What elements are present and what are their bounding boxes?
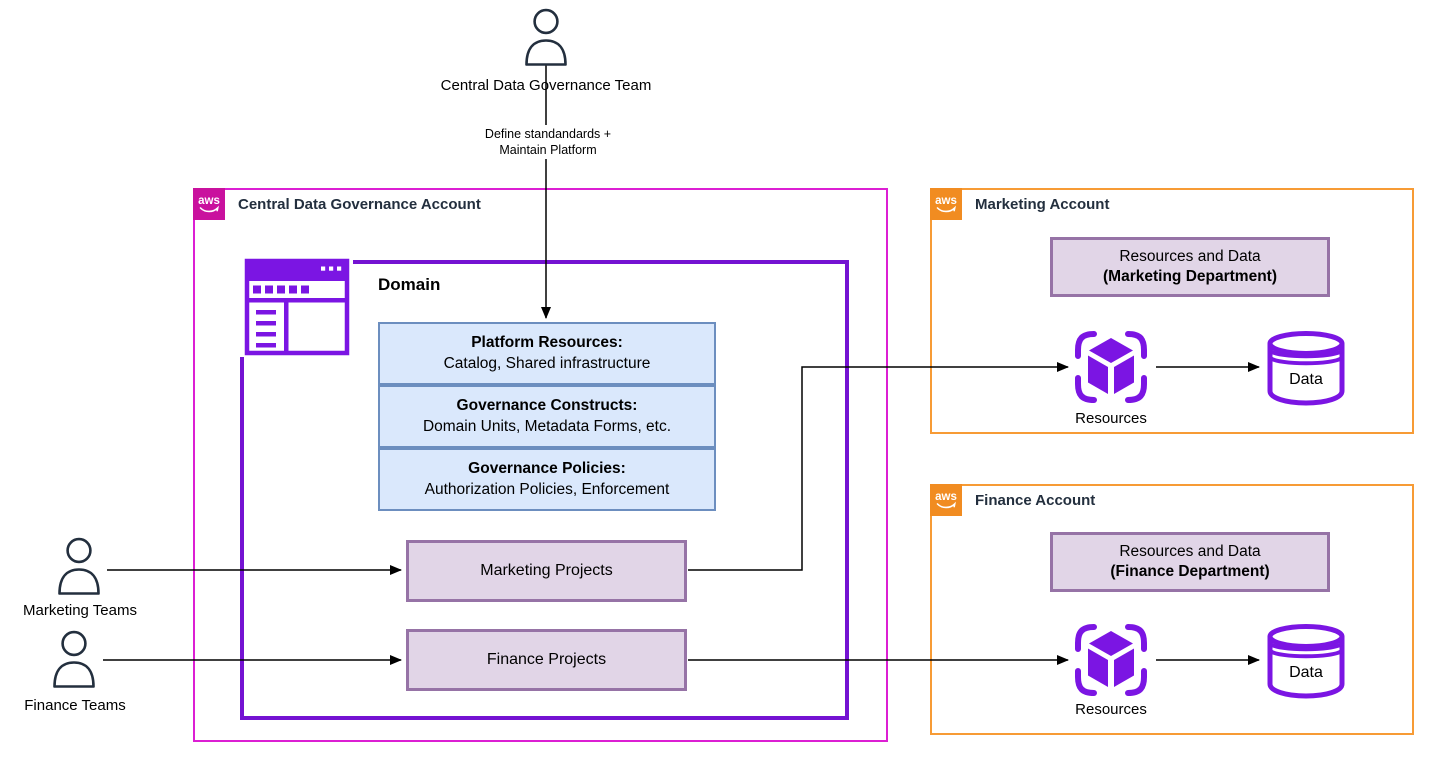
marketing-teams-label: Marketing Teams — [23, 602, 137, 619]
platform-resources-box: Platform Resources: Catalog, Shared infr… — [378, 322, 716, 385]
governance-constructs-detail: Domain Units, Metadata Forms, etc. — [422, 417, 672, 435]
aws-badge-text: aws — [935, 491, 957, 503]
marketing-resources-data-box: Resources and Data (Marketing Department… — [1050, 237, 1330, 297]
marketing-resources-data-line2: (Marketing Department) — [1103, 268, 1277, 285]
marketing-resources-data-line1: Resources and Data — [1119, 247, 1261, 265]
finance-resources-label: Resources — [1075, 701, 1147, 718]
finance-resources-data-box: Resources and Data (Finance Department) — [1050, 532, 1330, 592]
finance-projects-box: Finance Projects — [406, 629, 687, 691]
governance-constructs-heading: Governance Constructs: — [456, 397, 638, 415]
define-standards-note: Define standandards + Maintain Platform — [455, 125, 641, 159]
finance-resources-data-line2: (Finance Department) — [1110, 563, 1270, 580]
aws-smile-icon — [936, 205, 956, 213]
marketing-teams-person-icon — [56, 537, 102, 595]
governance-policies-detail: Authorization Policies, Enforcement — [424, 480, 670, 498]
governance-account-title: Central Data Governance Account — [238, 196, 481, 213]
marketing-projects-label: Marketing Projects — [480, 562, 613, 579]
finance-resources-data-line1: Resources and Data — [1119, 542, 1261, 560]
platform-resources-detail: Catalog, Shared infrastructure — [443, 354, 651, 372]
aws-logo-badge-governance: aws — [193, 188, 225, 220]
domain-title: Domain — [378, 275, 441, 294]
marketing-resources-cube-icon — [1070, 328, 1152, 406]
platform-resources-heading: Platform Resources: — [471, 334, 623, 352]
governance-constructs-box: Governance Constructs: Domain Units, Met… — [378, 385, 716, 448]
marketing-projects-box: Marketing Projects — [406, 540, 687, 602]
governance-policies-heading: Governance Policies: — [468, 460, 626, 478]
central-governance-team-person-icon — [523, 8, 569, 66]
governance-policies-box: Governance Policies: Authorization Polic… — [378, 448, 716, 511]
datazone-window-icon — [240, 256, 353, 357]
define-standards-note-line1: Define standandards + — [484, 127, 612, 141]
finance-data-cylinder-icon: Data — [1267, 624, 1345, 699]
aws-logo-badge-finance: aws — [930, 484, 962, 516]
aws-badge-text: aws — [935, 195, 957, 207]
finance-resources-cube-icon — [1070, 621, 1152, 699]
finance-account-title: Finance Account — [975, 492, 1096, 509]
finance-teams-label: Finance Teams — [24, 697, 126, 714]
marketing-data-label: Data — [1289, 371, 1323, 388]
central-governance-team-label: Central Data Governance Team — [440, 77, 652, 94]
finance-teams-person-icon — [51, 630, 97, 688]
finance-data-label: Data — [1289, 664, 1323, 681]
marketing-data-cylinder-icon: Data — [1267, 331, 1345, 406]
finance-projects-label: Finance Projects — [486, 651, 607, 668]
aws-badge-text: aws — [198, 195, 220, 207]
marketing-resources-label: Resources — [1075, 410, 1147, 427]
marketing-account-title: Marketing Account — [975, 196, 1110, 213]
aws-smile-icon — [199, 205, 219, 213]
aws-logo-badge-marketing: aws — [930, 188, 962, 220]
define-standards-note-line2: Maintain Platform — [499, 143, 597, 157]
